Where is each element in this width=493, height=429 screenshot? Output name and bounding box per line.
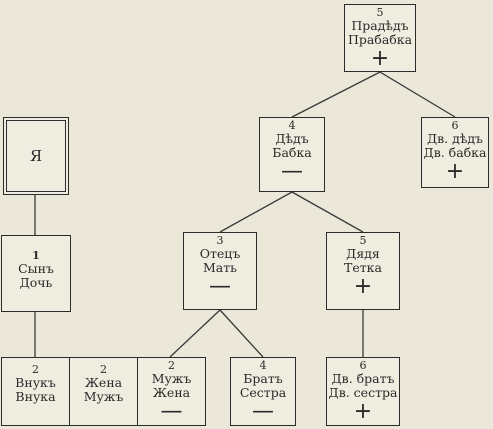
node-ya: Я: [3, 117, 69, 195]
node-vnuk: 2 Внукъ Внука: [1, 357, 70, 426]
plus-sign: +: [445, 159, 465, 184]
node-label-2: Прабабка: [347, 32, 413, 47]
node-label-1: Внукъ: [15, 375, 56, 390]
node-number: 2: [100, 363, 107, 376]
connector-otec-muzh: [169, 309, 221, 358]
node-muzh: 2 Мужъ Жена —: [137, 357, 206, 426]
node-number: 5: [376, 6, 384, 19]
node-dv-brat: 6 Дв. братъ Дв. сестра +: [326, 357, 400, 426]
connector-praded-dvded: [379, 71, 456, 118]
node-label-2: Дв. сестра: [328, 385, 398, 400]
node-label-1: Мужъ: [151, 371, 192, 386]
minus-sign: —: [252, 399, 274, 424]
node-ded: 4 Дѣдъ Бабка —: [259, 117, 325, 192]
node-label-1: Отецъ: [199, 246, 241, 261]
node-label-2: Мать: [203, 260, 237, 275]
node-syn: 1 Сынъ Дочь: [1, 235, 71, 312]
node-otec: 3 Отецъ Мать —: [183, 232, 257, 310]
minus-sign: —: [209, 274, 231, 299]
connector-ded-dyadya: [291, 191, 364, 233]
node-number: 3: [216, 234, 224, 247]
node-number: 1: [32, 249, 40, 262]
node-brat: 4 Братъ Сестра —: [230, 357, 296, 426]
node-label-2: Дочь: [19, 275, 53, 290]
node-ya-label: Я: [29, 147, 43, 165]
node-zhena: 2 Жена Мужъ: [69, 357, 138, 426]
node-label-1: Дв. дѣдъ: [426, 131, 484, 146]
node-number: 5: [359, 234, 367, 247]
minus-sign: —: [281, 159, 303, 184]
node-number: 2: [168, 359, 175, 372]
node-praded: 5 Прадѣдъ Прабабка +: [344, 4, 416, 72]
node-number: 6: [451, 119, 459, 132]
node-label-1: Дѣдъ: [275, 131, 309, 146]
node-dyadya: 5 Дядя Тетка +: [326, 232, 400, 310]
node-label-2: Внука: [15, 389, 56, 404]
node-number: 2: [32, 363, 39, 376]
node-label-2: Сестра: [239, 385, 287, 400]
node-label-1: Дядя: [346, 246, 380, 261]
node-label-2: Мужъ: [83, 389, 124, 404]
node-label-2: Жена: [152, 385, 191, 400]
node-label-1: Жена: [84, 375, 123, 390]
node-number: 6: [359, 359, 367, 372]
node-label-1: Дв. братъ: [331, 371, 395, 386]
node-label-1: Братъ: [243, 371, 283, 386]
node-number: 4: [259, 359, 267, 372]
plus-sign: +: [370, 46, 390, 71]
node-label-2: Дв. бабка: [423, 145, 487, 160]
node-label-1: Прадѣдъ: [351, 18, 409, 33]
connector-ded-otec: [219, 191, 293, 233]
connector-praded-ded: [291, 71, 381, 118]
node-dv-ded: 6 Дв. дѣдъ Дв. бабка +: [421, 117, 489, 188]
node-label-1: Сынъ: [18, 261, 54, 276]
minus-sign: —: [160, 399, 183, 424]
connector-otec-brat: [219, 309, 264, 358]
node-number: 4: [288, 119, 296, 132]
node-label-2: Бабка: [272, 145, 312, 160]
plus-sign: +: [353, 274, 373, 299]
plus-sign: +: [353, 399, 373, 424]
node-label-2: Тетка: [344, 260, 382, 275]
